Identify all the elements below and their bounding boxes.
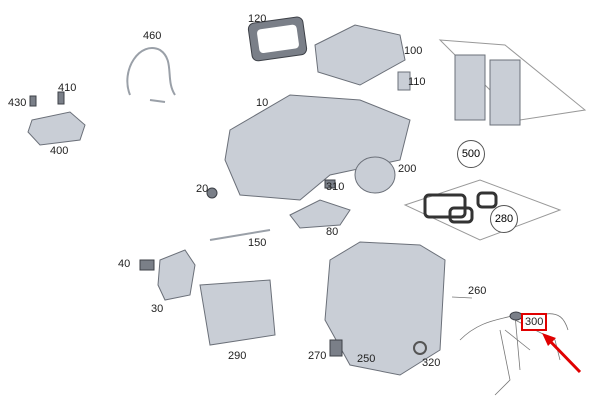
part-30 — [157, 249, 196, 301]
label-410: 410 — [58, 82, 77, 94]
highlight-arrow — [545, 336, 582, 374]
part-290-heater-core — [199, 279, 276, 346]
part-310 — [324, 179, 336, 189]
part-260-bolt — [451, 296, 473, 299]
label-270: 270 — [308, 350, 327, 362]
label-250: 250 — [357, 353, 376, 365]
label-20: 20 — [196, 183, 209, 195]
part-500-filter-b — [489, 59, 521, 126]
part-200-blower — [354, 156, 396, 194]
part-300-wiring-harness — [459, 313, 569, 396]
label-500: 500 — [457, 140, 485, 168]
label-290: 290 — [228, 350, 247, 362]
part-280-seal-a — [423, 193, 467, 219]
label-10: 10 — [256, 97, 269, 109]
label-200: 200 — [398, 163, 417, 175]
part-270 — [329, 339, 343, 357]
label-430: 430 — [8, 97, 27, 109]
label-400: 400 — [50, 145, 69, 157]
label-320: 320 — [422, 357, 441, 369]
part-150-pipe — [209, 229, 271, 241]
label-30: 30 — [151, 303, 164, 315]
label-150: 150 — [248, 237, 267, 249]
label-460: 460 — [143, 30, 162, 42]
label-260: 260 — [468, 285, 487, 297]
highlight-arrow-head — [542, 333, 556, 346]
label-300-highlighted: 300 — [521, 313, 548, 331]
label-110: 110 — [408, 76, 426, 88]
label-100: 100 — [404, 45, 423, 57]
label-80: 80 — [326, 226, 339, 238]
part-20 — [206, 187, 218, 199]
part-410-screw — [57, 91, 65, 105]
part-500-filter-a — [454, 54, 486, 121]
part-460-hose — [126, 47, 176, 103]
part-320 — [413, 341, 427, 355]
label-120: 120 — [248, 13, 267, 25]
label-310: 310 — [326, 181, 345, 193]
part-280-outline — [403, 179, 562, 241]
part-250-hvac-unit — [324, 241, 446, 376]
part-110 — [397, 71, 411, 91]
part-80 — [289, 199, 351, 229]
part-400-module — [27, 111, 86, 146]
part-100-housing — [314, 24, 406, 86]
label-40: 40 — [118, 258, 131, 270]
part-430-screw — [29, 95, 37, 107]
part-40 — [139, 259, 155, 271]
label-280: 280 — [490, 205, 518, 233]
